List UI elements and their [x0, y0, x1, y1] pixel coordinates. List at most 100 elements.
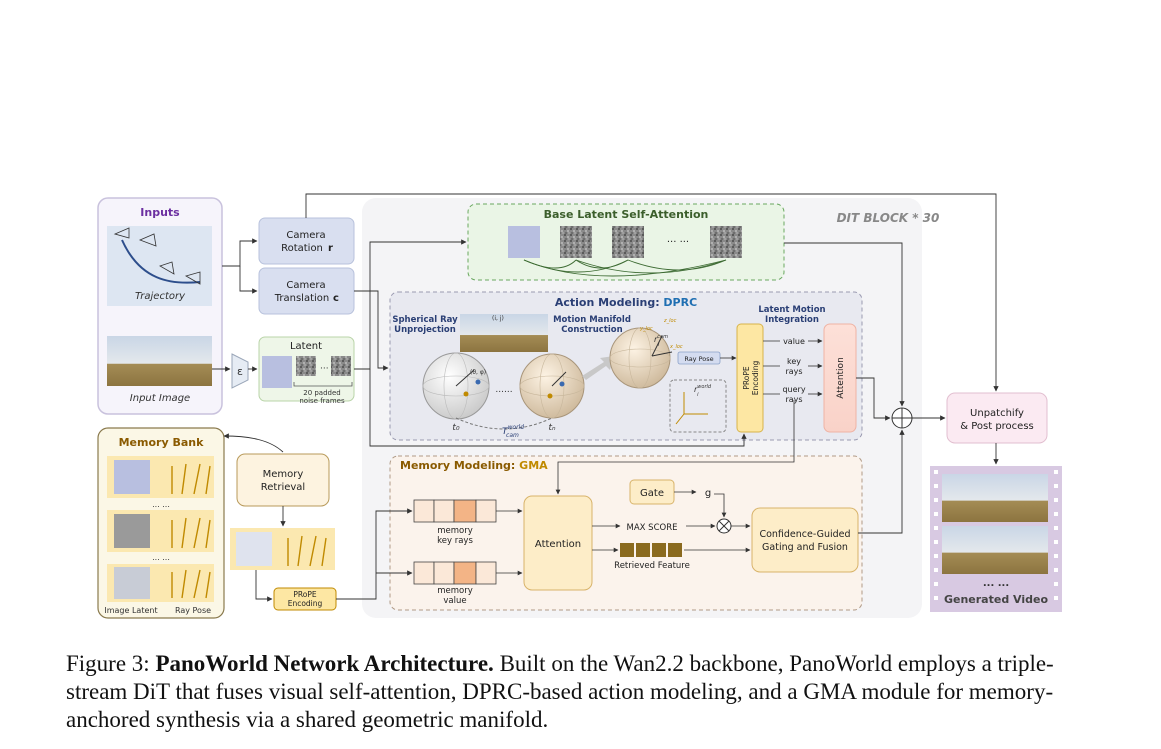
- max-score-label: MAX SCORE: [627, 523, 678, 533]
- tn-label: tₙ: [548, 423, 556, 433]
- prope-encoding-box: [736, 323, 764, 433]
- latent-note-2: noise frames: [299, 397, 345, 405]
- fusion-box: [751, 507, 859, 573]
- caption-prefix: Figure 3:: [66, 651, 156, 676]
- memory-bank-panel: Memory Bank ... ... ... ... Image Latent…: [97, 427, 225, 619]
- memory-key-rays: [413, 499, 497, 523]
- spherical-ray-line2: Unprojection: [394, 325, 456, 335]
- memory-value-line1: memory: [437, 586, 473, 596]
- memory-bank-title: Memory Bank: [119, 436, 204, 449]
- action-attention-label: Attention: [836, 357, 846, 399]
- base-latent-self-attention: Base Latent Self-Attention ... ...: [467, 203, 785, 281]
- motion-manifold-line2: Construction: [561, 325, 622, 335]
- memory-retrieval-box: Memory Retrieval: [236, 453, 330, 507]
- latent-motion-line1: Latent Motion: [758, 305, 825, 315]
- ray-pose-arrows: [171, 463, 211, 599]
- memory-modeling-title: Memory Modeling: GMA: [400, 459, 548, 472]
- dit-block-label: DIT BLOCK * 30: [837, 211, 940, 225]
- multiply-icon: [716, 518, 732, 534]
- memory-attention-box: [523, 495, 593, 591]
- image-latent-label: Image Latent: [104, 606, 157, 615]
- sphere-t0: (θ, φ): [422, 352, 490, 420]
- latent-note-1: 20 padded: [303, 389, 341, 397]
- sum-icon: [891, 407, 913, 429]
- generated-video-ellipsis: ... ...: [983, 578, 1009, 589]
- g-label: g: [705, 488, 711, 499]
- camera-frustum-icons: [113, 227, 201, 285]
- action-modeling-title: Action Modeling: DPRC: [555, 296, 697, 309]
- input-image: [107, 336, 212, 386]
- ij-label: (i, j): [492, 315, 504, 322]
- sphere-tn: [519, 353, 585, 419]
- caption-text: Built on the Wan2.2 backbone, PanoWorld …: [66, 651, 1054, 732]
- latent-motion-line2: Integration: [765, 315, 819, 325]
- memory-value: [413, 561, 497, 585]
- camera-rotation-line1: Camera: [286, 230, 325, 241]
- sphere-dots: ......: [495, 385, 512, 395]
- x-loc-label: x_loc: [669, 344, 683, 350]
- inputs-panel: Inputs Trajectory Input Image: [97, 197, 223, 415]
- camera-translation-line1: Camera: [286, 280, 325, 291]
- unpatchify-line1: Unpatchify: [970, 408, 1024, 419]
- memory-bank-ellipsis-2: ... ...: [152, 553, 170, 562]
- query-rays-line2: rays: [785, 395, 802, 404]
- camera-translation-box: Camera Translation c: [258, 267, 355, 315]
- figure-caption: Figure 3: PanoWorld Network Architecture…: [66, 650, 1106, 734]
- unpatchify-box: Unpatchify & Post process: [946, 392, 1048, 444]
- query-rays-line1: query: [782, 385, 805, 394]
- latent-box: Latent ··· 20 padded noise frames: [258, 336, 355, 405]
- retrieved-feature-label: Retrieved Feature: [614, 561, 690, 571]
- key-rays-line1: key: [787, 357, 801, 366]
- architecture-diagram: Inputs Trajectory Input Image Camera Rot…: [97, 193, 1062, 619]
- base-attention-ellipsis: ... ...: [667, 234, 689, 245]
- prope-encoding-label: PRoPEEncoding: [742, 360, 760, 395]
- encoder-symbol: ε: [237, 365, 243, 378]
- prope-small-line2: Encoding: [288, 599, 323, 608]
- camera-translation-symbol: c: [333, 293, 339, 304]
- ray-pose-label: Ray Pose: [684, 355, 713, 363]
- action-modeling-panel: Action Modeling: DPRC Spherical Ray Unpr…: [389, 291, 863, 441]
- camera-rotation-line2: Rotation: [281, 243, 323, 254]
- inputs-title: Inputs: [140, 206, 180, 219]
- memory-retrieval-line1: Memory: [263, 469, 304, 480]
- fusion-line1: Confidence-Guided: [759, 529, 850, 540]
- z-loc-label: z_loc: [663, 318, 677, 324]
- memory-modeling-panel: Memory Modeling: GMA memory key rays mem…: [389, 400, 863, 611]
- memory-key-line2: key rays: [437, 536, 473, 546]
- latent-title: Latent: [290, 341, 322, 352]
- latent-dots: ···: [320, 364, 329, 374]
- connectors: [212, 193, 999, 602]
- memory-key-line1: memory: [437, 526, 473, 536]
- theta-phi-label: (θ, φ): [470, 369, 486, 376]
- value-label: value: [783, 337, 805, 346]
- memory-bank-ray-pose-label: Ray Pose: [175, 606, 211, 615]
- camera-translation-line2: Translation: [274, 293, 330, 304]
- fusion-line2: Gating and Fusion: [762, 542, 848, 553]
- generated-video-title: Generated Video: [944, 593, 1048, 606]
- key-rays-line2: rays: [785, 367, 802, 376]
- camera-rotation-box: Camera Rotation r: [258, 217, 355, 265]
- y-loc-label: y_loc: [639, 326, 653, 332]
- base-attention-title: Base Latent Self-Attention: [544, 208, 709, 221]
- gate-label: Gate: [640, 488, 664, 499]
- camera-rotation-symbol: r: [328, 243, 333, 254]
- memory-bank-ellipsis-1: ... ...: [152, 500, 170, 509]
- prope-small-line1: PRoPE: [293, 590, 317, 599]
- input-image-label: Input Image: [130, 393, 190, 404]
- unpatchify-line2: & Post process: [960, 421, 1034, 432]
- spherical-ray-line1: Spherical Ray: [392, 315, 458, 325]
- memory-attention-label: Attention: [535, 539, 581, 550]
- memory-retrieval-line2: Retrieval: [261, 482, 305, 493]
- t0-label: t₀: [452, 423, 460, 433]
- caption-bold-title: PanoWorld Network Architecture.: [155, 651, 494, 676]
- retrieved-feature-blocks: [620, 543, 682, 557]
- memory-value-line2: value: [443, 596, 466, 606]
- encoder: ε: [231, 353, 249, 389]
- generated-video: ... ... Generated Video: [930, 466, 1062, 612]
- retrieved-memory: [230, 528, 335, 570]
